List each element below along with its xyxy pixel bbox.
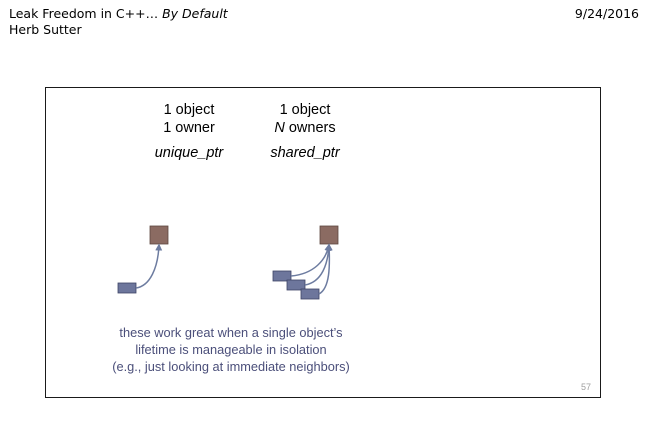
- pointer-type-label: shared_ptr: [270, 145, 340, 161]
- ownership-arrow: [318, 243, 333, 295]
- column-line-1: 1 object: [163, 102, 215, 118]
- line-2-emphasis: N: [274, 120, 285, 136]
- column-unique-ptr: 1 object 1 owner unique_ptr: [114, 101, 264, 162]
- title-prefix: Leak Freedom in C++…: [9, 6, 163, 21]
- title-emphasis: By Default: [162, 6, 228, 21]
- owner-box: [286, 279, 306, 291]
- slide-number: 57: [580, 382, 591, 392]
- column-line-1: 1 object: [279, 102, 331, 118]
- author-name: Herb Sutter: [9, 22, 82, 37]
- caption-line: lifetime is manageable in isolation: [135, 342, 327, 357]
- presentation-title: Leak Freedom in C++… By Default: [9, 6, 228, 22]
- owner-box: [117, 282, 137, 294]
- column-line-2: N owners: [230, 119, 380, 137]
- shared-object-box: [319, 225, 339, 245]
- caption-line: these work great when a single object’s: [119, 325, 343, 340]
- caption-line: (e.g., just looking at immediate neighbo…: [112, 359, 350, 374]
- owner-box: [300, 288, 320, 300]
- column-shared-ptr: 1 object N owners shared_ptr: [230, 101, 380, 162]
- presentation-date: 9/24/2016: [574, 6, 639, 21]
- pointer-type-label: unique_ptr: [154, 145, 224, 161]
- owned-object-box: [149, 225, 169, 245]
- line-2-rest: owners: [284, 120, 336, 136]
- ownership-arrow: [135, 243, 163, 289]
- slide-frame: 1 object 1 owner unique_ptr 1 object N o…: [45, 87, 601, 398]
- ownership-diagram: [117, 225, 339, 300]
- slide-caption: these work great when a single object’s …: [86, 324, 376, 375]
- column-line-2: 1 owner: [114, 119, 264, 137]
- line-2-rest: 1 owner: [163, 120, 215, 136]
- owner-box: [272, 270, 292, 282]
